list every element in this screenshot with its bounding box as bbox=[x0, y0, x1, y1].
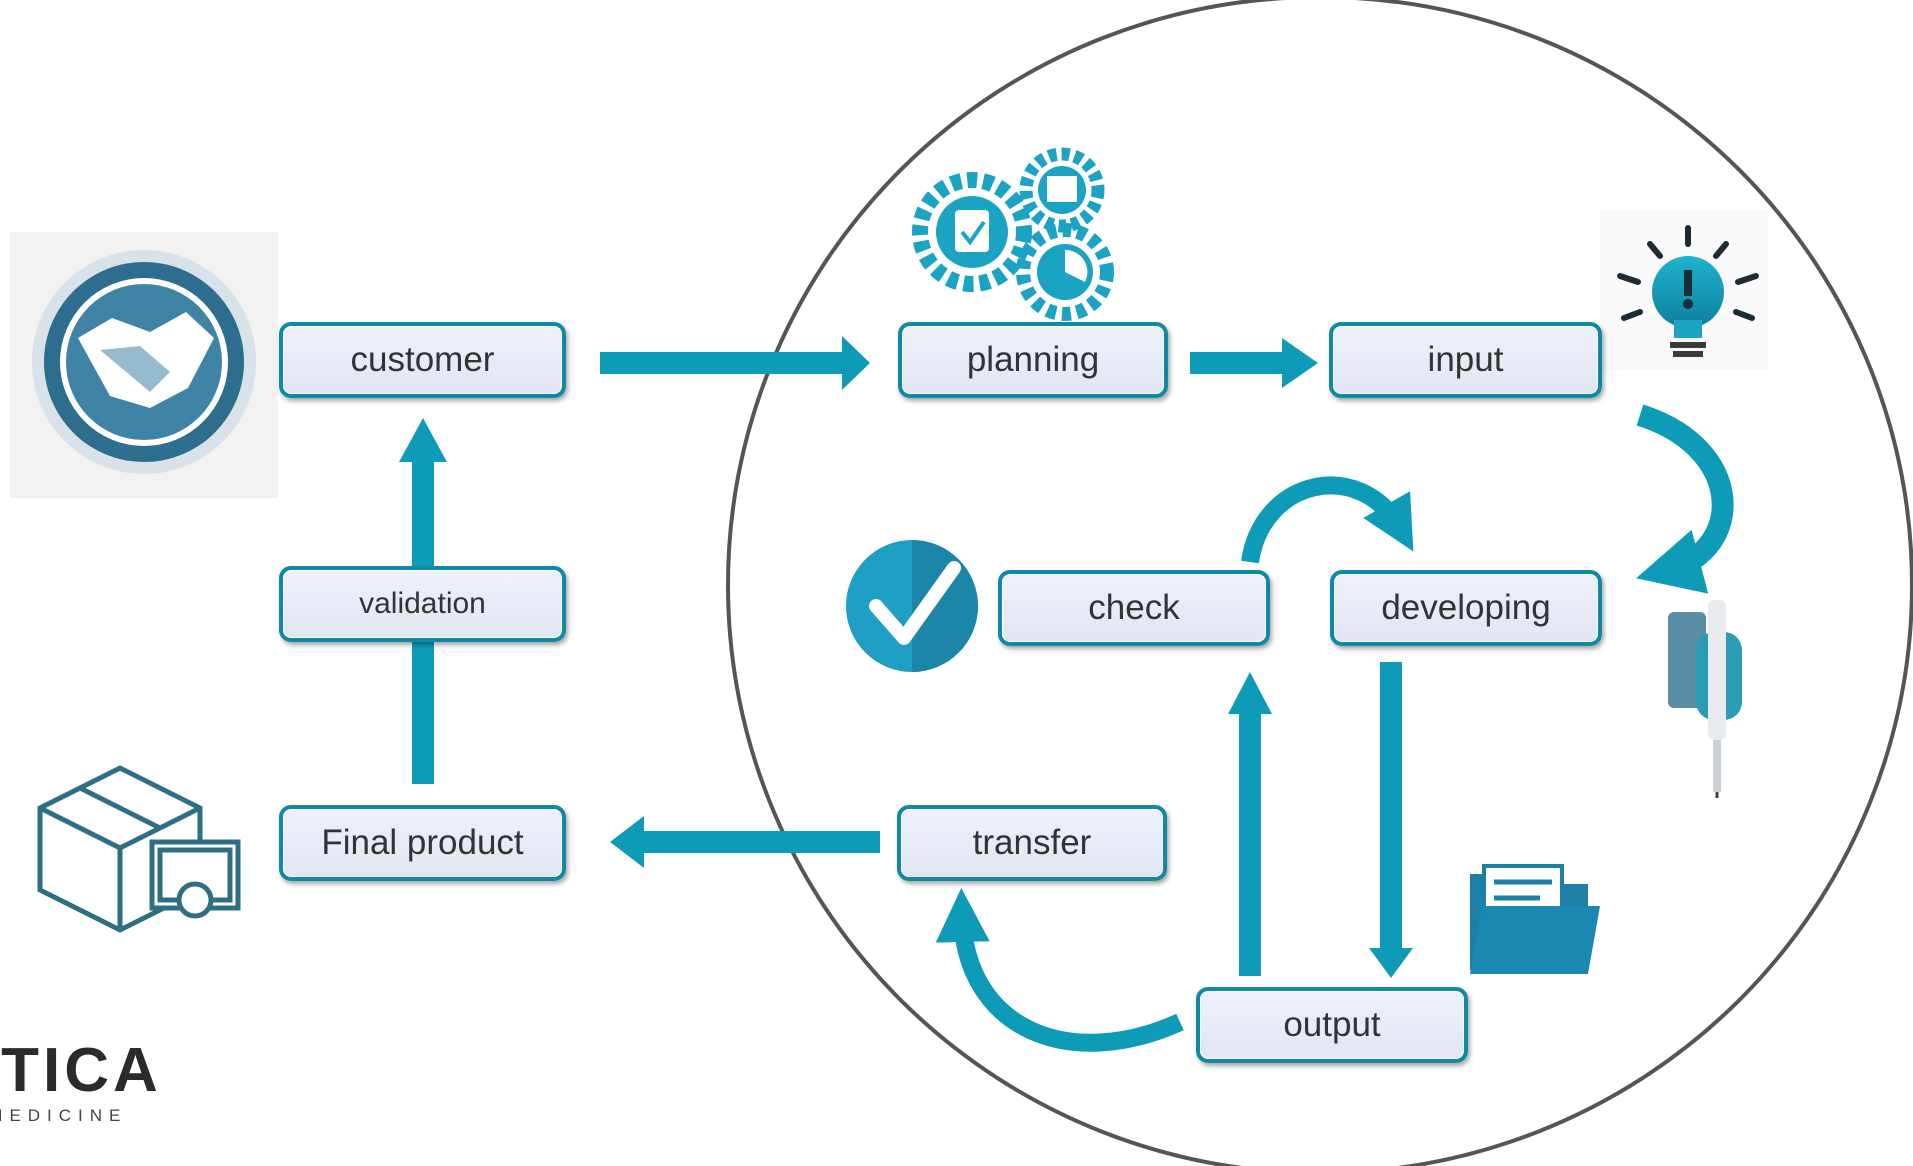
node-validation-label: validation bbox=[359, 587, 486, 620]
lightbulb-icon bbox=[1600, 210, 1768, 370]
node-planning: planning bbox=[898, 322, 1168, 398]
arrow-output-to-check bbox=[1228, 672, 1272, 976]
arrow-planning-to-input bbox=[1190, 338, 1318, 388]
arrow-developing-to-output bbox=[1369, 662, 1413, 978]
process-circle bbox=[726, 0, 1913, 1166]
arrow-transfer-to-final-product bbox=[610, 816, 880, 868]
node-output: output bbox=[1196, 987, 1468, 1063]
node-final-product-label: Final product bbox=[321, 823, 524, 862]
package-certificate-icon bbox=[37, 765, 241, 933]
arrow-validation-to-customer bbox=[399, 418, 447, 568]
node-output-label: output bbox=[1283, 1005, 1381, 1044]
logo-main-text: LITICA bbox=[0, 1036, 162, 1105]
pipette-icon bbox=[1668, 600, 1742, 798]
node-input: input bbox=[1329, 322, 1602, 398]
logo-sub-text: BIOMEDICINE bbox=[0, 1106, 128, 1125]
node-check-label: check bbox=[1088, 588, 1180, 627]
handshake-icon bbox=[10, 232, 278, 498]
node-customer-label: customer bbox=[350, 340, 495, 379]
node-input-label: input bbox=[1427, 340, 1504, 379]
node-transfer: transfer bbox=[897, 805, 1167, 881]
company-logo: LITICA BIOMEDICINE bbox=[0, 1040, 162, 1126]
folder-icon bbox=[1470, 864, 1600, 974]
node-developing: developing bbox=[1330, 570, 1602, 646]
node-planning-label: planning bbox=[966, 340, 1100, 379]
arrow-final-product-to-validation bbox=[412, 638, 434, 784]
arrow-customer-to-planning bbox=[600, 336, 870, 390]
node-customer: customer bbox=[279, 322, 566, 398]
arrow-output-to-transfer bbox=[935, 888, 1184, 1052]
flow-arrows bbox=[399, 336, 1413, 978]
checkmark-icon bbox=[846, 540, 978, 672]
arrow-input-to-developing bbox=[1636, 404, 1734, 594]
node-final-product: Final product bbox=[279, 805, 566, 881]
node-validation: validation bbox=[279, 566, 566, 642]
gears-icon bbox=[912, 147, 1114, 321]
node-transfer-label: transfer bbox=[972, 823, 1092, 862]
node-developing-label: developing bbox=[1381, 588, 1551, 627]
node-check: check bbox=[998, 570, 1270, 646]
arrow-check-to-developing bbox=[1241, 476, 1414, 564]
curved-arrows bbox=[935, 404, 1734, 1052]
